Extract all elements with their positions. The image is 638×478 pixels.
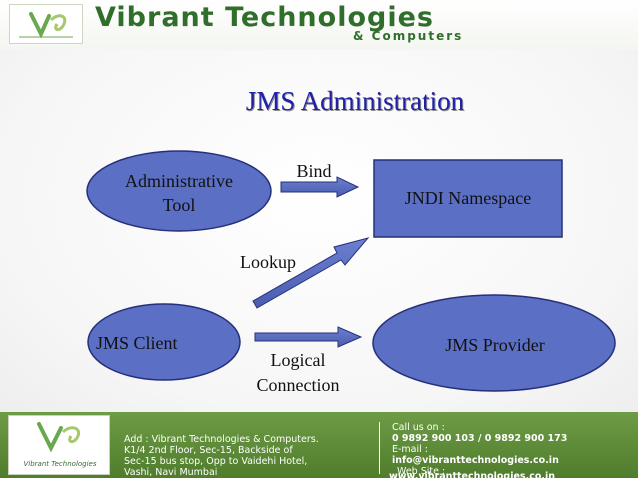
vt-logo-icon — [37, 422, 80, 453]
jms-client-node — [87, 303, 241, 381]
jms-provider-label: JMS Provider — [445, 335, 545, 355]
jms-provider-node — [372, 294, 616, 392]
address-line: Sec-15 bus stop, Opp to Vaidehi Hotel, — [124, 456, 308, 467]
email-label: E-mail : — [392, 444, 429, 455]
brand-title: Vibrant Technologies — [95, 2, 434, 33]
website-url[interactable]: www.vibranttechnologies.co.in — [389, 471, 555, 478]
vt-logo-icon — [12, 7, 80, 41]
admin-tool-node — [86, 150, 272, 232]
logical-connection-label: Logical Connection — [256, 350, 340, 395]
footer-banner: Vibrant Technologies Add : Vibrant Techn… — [0, 412, 638, 478]
brand-logo — [9, 4, 83, 44]
footer-logo: Vibrant Technologies — [8, 415, 110, 475]
bind-label: Bind — [296, 161, 332, 181]
header-banner: Vibrant Technologies & Computers — [0, 0, 638, 50]
phone-numbers: 0 9892 900 103 / 0 9892 900 173 — [392, 433, 568, 444]
slide-title: JMS Administration — [245, 86, 465, 116]
footer-brand-text: Vibrant Technologies — [23, 460, 97, 468]
email-address[interactable]: info@vibranttechnologies.co.in — [392, 455, 559, 466]
admin-tool-label: Administrative Tool — [125, 171, 233, 215]
footer-divider — [379, 422, 380, 474]
brand-subtitle: & Computers — [353, 29, 464, 43]
jms-client-label: JMS Client — [96, 333, 178, 353]
lookup-label: Lookup — [240, 252, 296, 272]
jndi-namespace-node — [373, 159, 563, 238]
jndi-namespace-label: JNDI Namespace — [404, 188, 532, 208]
address-line: K1/4 2nd Floor, Sec-15, Backside of — [124, 445, 293, 456]
lookup-arrow — [252, 237, 370, 309]
website-label: Web Site : — [397, 466, 446, 477]
address-line: Vashi, Navi Mumbai — [124, 467, 218, 478]
bind-arrow — [280, 176, 360, 198]
call-us-label: Call us on : — [392, 422, 445, 433]
logical-connection-arrow — [254, 326, 363, 348]
address-line: Add : Vibrant Technologies & Computers. — [124, 434, 319, 445]
